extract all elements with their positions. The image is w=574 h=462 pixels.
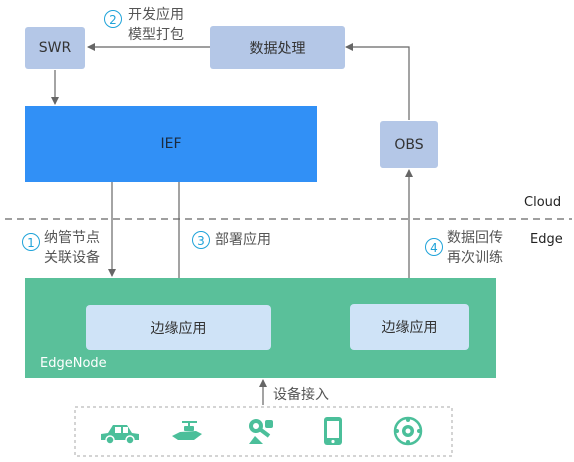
step-1-label-line1: 纳管节点	[44, 230, 100, 246]
edgenode-label: EdgeNode	[40, 356, 107, 371]
obs-node[interactable]: OBS	[380, 121, 438, 168]
step-4-label-line2: 再次训练	[447, 250, 503, 266]
step-4-marker: 4	[425, 238, 443, 256]
edge-app-right[interactable]: 边缘应用	[350, 304, 469, 350]
edge-zone-label: Edge	[530, 232, 563, 247]
step-2-marker: 2	[104, 10, 122, 28]
ief-node[interactable]: IEF	[25, 106, 317, 182]
device-group-frame	[74, 406, 453, 457]
edge-app-right-label: 边缘应用	[381, 320, 438, 336]
ief-label: IEF	[160, 136, 182, 152]
phone-icon	[324, 417, 342, 445]
data-processing-node[interactable]: 数据处理	[210, 26, 345, 69]
arrow-obs-to-data-processing	[345, 43, 410, 120]
obs-label: OBS	[394, 136, 424, 153]
car-icon	[101, 425, 139, 445]
step-4-label-line1: 数据回传	[447, 230, 503, 246]
swr-label: SWR	[38, 40, 72, 56]
edge-app-left-label: 边缘应用	[150, 320, 207, 337]
step-1-label-line2: 关联设备	[44, 250, 100, 266]
step-3-label: 部署应用	[215, 232, 271, 248]
edge-app-left[interactable]: 边缘应用	[86, 305, 271, 350]
swr-node[interactable]: SWR	[25, 27, 85, 69]
cloud-zone-label: Cloud	[524, 195, 562, 210]
drone-icon	[172, 421, 202, 440]
robot-arm-icon	[249, 419, 273, 444]
camera-icon	[393, 416, 423, 446]
step-3-marker: 3	[192, 231, 210, 249]
step-1-marker: 1	[22, 233, 40, 251]
step-2-label-line2: 模型打包	[128, 27, 184, 43]
device-access-label: 设备接入	[273, 387, 329, 403]
data-processing-label: 数据处理	[249, 40, 306, 57]
step-2-label-line1: 开发应用	[128, 7, 184, 23]
